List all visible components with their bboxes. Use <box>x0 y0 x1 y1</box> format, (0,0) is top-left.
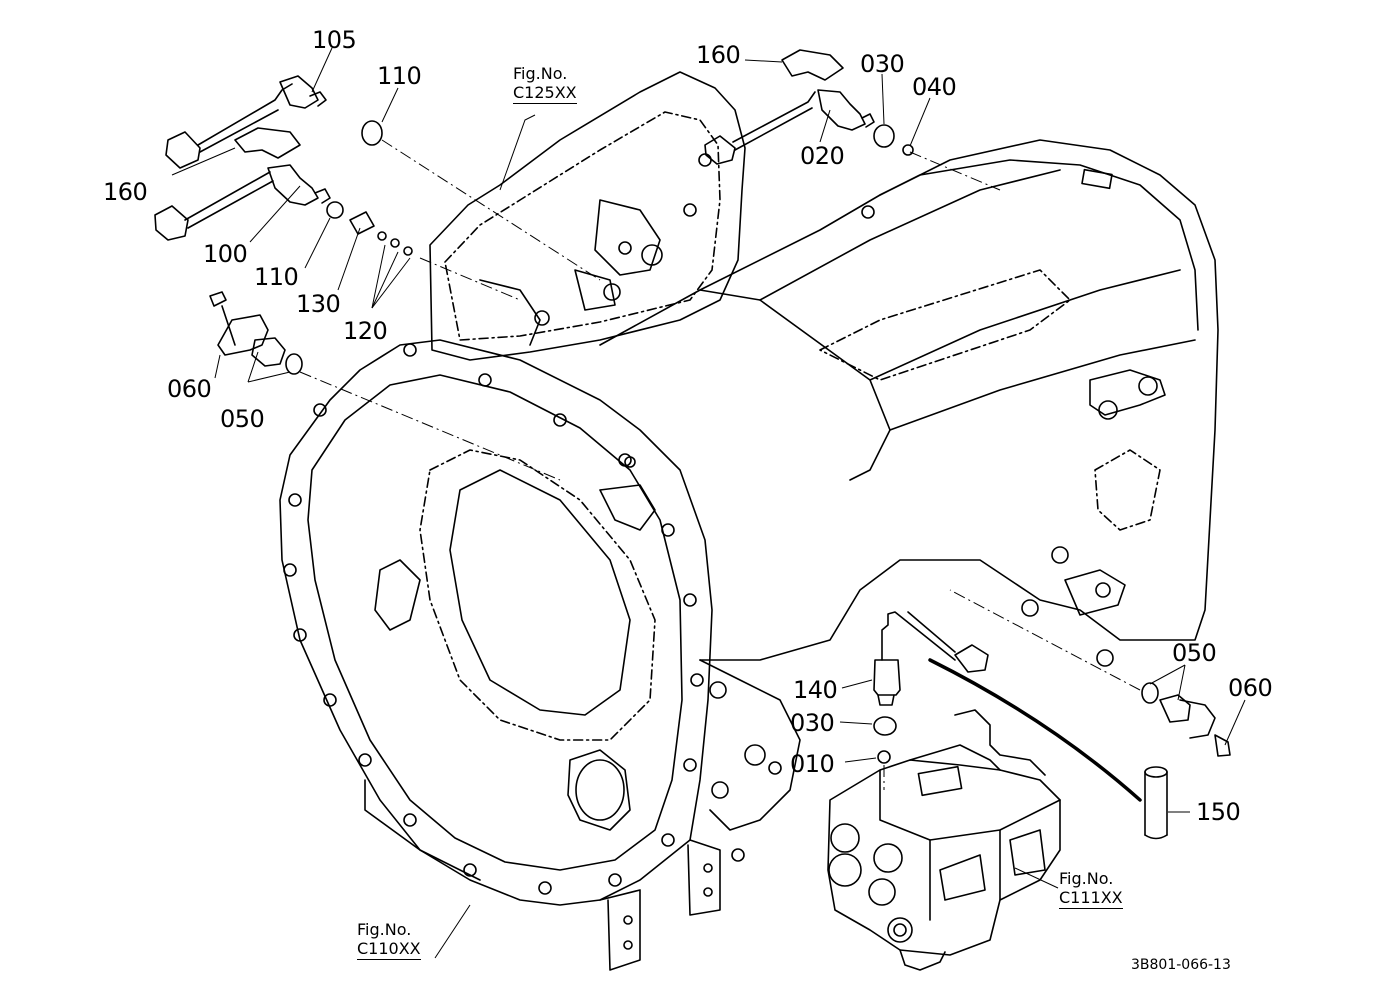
sensor-100 <box>154 164 331 241</box>
ball-040 <box>902 144 914 156</box>
leader-lines <box>171 47 1246 959</box>
label-020: 020 <box>800 142 845 170</box>
figure-ref-prefix: Fig.No. <box>357 920 412 939</box>
pin-130 <box>349 211 375 235</box>
cap-150 <box>1144 766 1168 840</box>
drawing-code: 3B801-066-13 <box>1131 957 1231 973</box>
label-010: 010 <box>790 750 835 778</box>
label-110-mid: 110 <box>254 263 299 291</box>
label-110-top: 110 <box>377 62 422 90</box>
figure-ref-c111xx: Fig.No. C111XX <box>1059 869 1123 909</box>
sensor-140 <box>873 611 989 706</box>
label-050-left: 050 <box>220 405 265 433</box>
label-105: 105 <box>312 26 357 54</box>
upper-cover-plate <box>429 71 746 361</box>
figure-ref-c110xx: Fig.No. C110XX <box>357 920 421 960</box>
label-120: 120 <box>343 317 388 345</box>
boot-160-left <box>234 127 301 159</box>
washer-110-mid <box>326 201 344 219</box>
ball-120-a <box>377 231 387 241</box>
washer-030-top <box>873 124 895 148</box>
label-130: 130 <box>296 290 341 318</box>
oring-050-left <box>285 353 303 375</box>
speed-sensor-left <box>209 291 286 367</box>
label-030-bottom: 030 <box>790 709 835 737</box>
oring-050-right <box>1141 682 1159 704</box>
ball-120-c <box>403 246 413 256</box>
ball-010 <box>877 750 891 764</box>
washer-110-top <box>361 120 383 146</box>
label-030-top: 030 <box>860 50 905 78</box>
label-060-left: 060 <box>167 375 212 403</box>
label-150: 150 <box>1196 798 1241 826</box>
label-100: 100 <box>203 240 248 268</box>
main-housing <box>599 139 1219 667</box>
center-lines <box>299 139 1141 790</box>
valve-block <box>827 709 1061 971</box>
harness-cable <box>928 658 1142 802</box>
sensor-105 <box>165 75 327 169</box>
label-050-right: 050 <box>1172 639 1217 667</box>
figure-ref-c125xx: Fig.No. C125XX <box>513 64 577 104</box>
figure-ref-code: C111XX <box>1059 888 1123 909</box>
ball-120-b <box>390 238 400 248</box>
figure-ref-prefix: Fig.No. <box>513 64 568 83</box>
bell-housing <box>279 339 801 971</box>
boot-160-top <box>781 49 844 81</box>
label-060-right: 060 <box>1228 674 1273 702</box>
figure-ref-code: C110XX <box>357 939 421 960</box>
label-040: 040 <box>912 73 957 101</box>
speed-sensor-right <box>1159 694 1231 757</box>
label-140: 140 <box>793 676 838 704</box>
washer-030-bottom <box>873 716 897 736</box>
label-160-left: 160 <box>103 178 148 206</box>
sensor-020 <box>704 89 875 165</box>
figure-ref-code: C125XX <box>513 83 577 104</box>
label-160-top: 160 <box>696 41 741 69</box>
figure-ref-prefix: Fig.No. <box>1059 869 1114 888</box>
